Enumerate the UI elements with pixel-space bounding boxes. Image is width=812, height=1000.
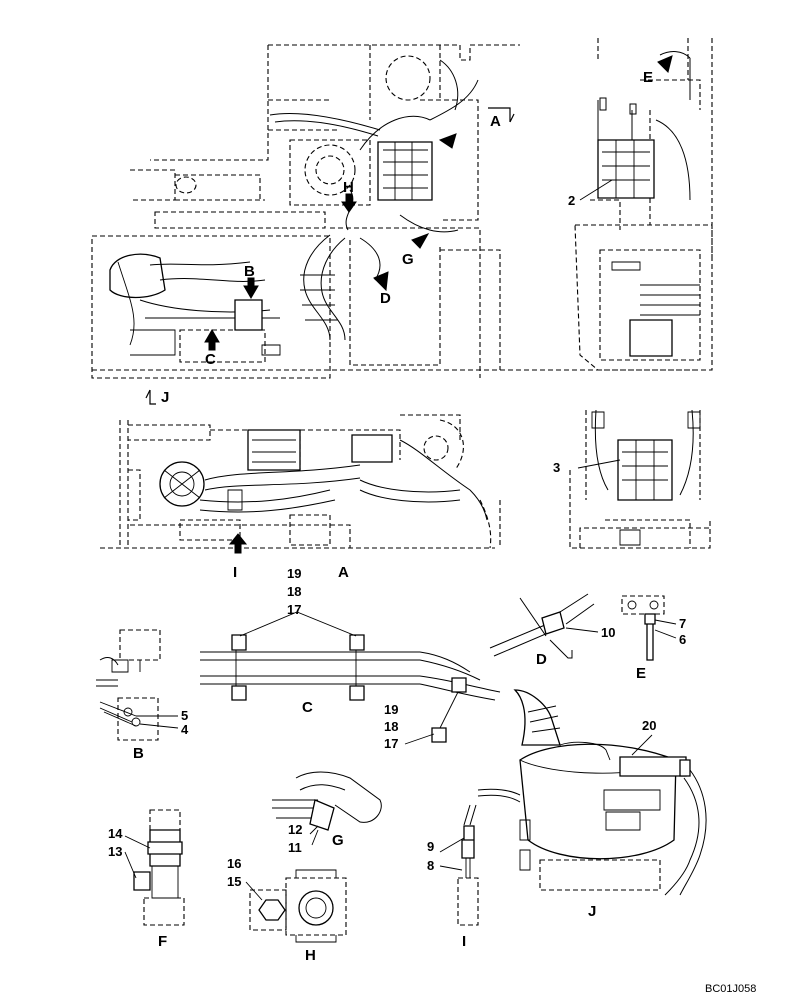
callout-10: 10 [601, 625, 615, 640]
arrow-f-top [438, 133, 457, 149]
callout-9: 9 [427, 839, 434, 854]
detail-title-f: F [158, 933, 167, 950]
detail-j: 20 J [477, 689, 707, 920]
section-label-j-top: J [161, 389, 169, 406]
callout-16: 16 [227, 856, 241, 871]
detail-title-d: D [536, 651, 547, 668]
detail-e: 7 6 E [621, 595, 686, 682]
detail-title-g: G [332, 832, 344, 849]
detail-f: 14 13 F [108, 809, 185, 950]
right-side-view: 3 [553, 409, 711, 549]
arrow-label-d: D [380, 290, 391, 307]
callout-4: 4 [181, 722, 189, 737]
callout-7: 7 [679, 616, 686, 631]
detail-title-b: B [133, 745, 144, 762]
section-label-a-top: A [490, 113, 501, 130]
callout-11: 11 [288, 840, 302, 855]
detail-title-h: H [305, 947, 316, 964]
arrow-e [657, 55, 673, 73]
arrow-g [411, 233, 430, 249]
arrow-label-e: E [643, 69, 653, 86]
arrow-h [341, 193, 357, 213]
detail-title-c: C [302, 699, 313, 716]
callout-19-top: 19 [287, 566, 301, 581]
callout-12: 12 [288, 822, 302, 837]
detail-title-j: J [588, 903, 596, 920]
arrow-label-g: G [402, 251, 414, 268]
callout-17-low: 17 [384, 736, 398, 751]
callout-2: 2 [568, 193, 575, 208]
arrow-c [204, 329, 220, 351]
callout-3: 3 [553, 460, 560, 475]
detail-c: 19 18 17 C 19 18 17 [200, 566, 501, 751]
detail-b: 5 4 B [96, 629, 189, 762]
detail-i: 9 8 I [427, 804, 479, 950]
view-arrows-top: B C D G H [204, 133, 457, 368]
callout-18-top: 18 [287, 584, 301, 599]
detail-d: 10 D [489, 593, 615, 668]
callout-15: 15 [227, 874, 241, 889]
detail-g: 12 11 G [272, 771, 382, 855]
arrow-label-b: B [244, 263, 255, 280]
top-right-view: E 2 [568, 38, 713, 371]
callout-6: 6 [679, 632, 686, 647]
arrow-label-h: H [343, 179, 354, 196]
callout-14: 14 [108, 826, 123, 841]
detail-title-i: I [462, 933, 466, 950]
arrow-i [228, 533, 248, 554]
detail-h: 16 15 H [227, 856, 347, 964]
callout-18-low: 18 [384, 719, 398, 734]
callout-8: 8 [427, 858, 434, 873]
arrow-b [243, 277, 259, 299]
drawing-code: BC01J058 [705, 983, 756, 995]
view-title-a: A [338, 564, 349, 581]
top-plan-view: A J [91, 44, 700, 406]
arrow-label-i: I [233, 564, 237, 581]
arrow-d [373, 271, 389, 292]
side-view-a: I A [100, 414, 501, 581]
arrow-label-c: C [205, 351, 216, 368]
callout-13: 13 [108, 844, 122, 859]
callout-17-top: 17 [287, 602, 301, 617]
detail-title-e: E [636, 665, 646, 682]
callout-19-low: 19 [384, 702, 398, 717]
callout-20: 20 [642, 718, 656, 733]
callout-5: 5 [181, 708, 188, 723]
